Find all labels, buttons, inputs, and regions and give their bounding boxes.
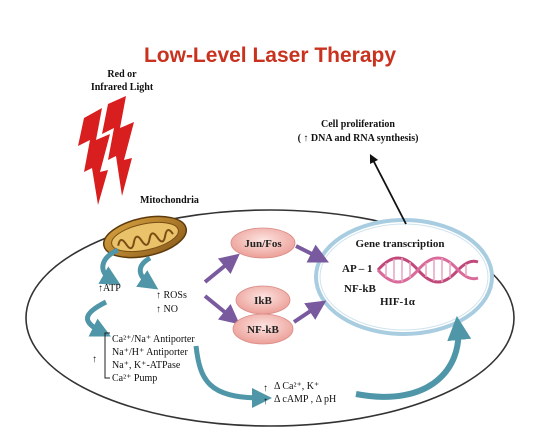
transporter-item: Na⁺/H⁺ Antiporter — [112, 347, 188, 358]
lightning-icon — [78, 96, 134, 205]
junfos-to-nucleus-arrow — [295, 244, 329, 263]
atp-to-transporters-arrow — [85, 299, 111, 337]
ap1-label: AP – 1 — [342, 263, 373, 275]
ion-up-arrow-2: ↑ — [263, 396, 268, 407]
nfkb-pill-label: NF-kB — [247, 324, 279, 336]
transporters-bracket — [104, 332, 110, 379]
atp-label: ↑ATP — [98, 283, 121, 294]
transporters-up-arrow: ↑ — [92, 354, 97, 365]
cell-proliferation-line2: ( ↑ DNA and RNA synthesis) — [298, 133, 419, 144]
transporters-to-ions-arrow — [193, 345, 272, 408]
proliferation-arrow — [369, 153, 407, 225]
transporter-item: Na⁺, K⁺-ATPase — [112, 360, 181, 371]
page-title: Low-Level Laser Therapy — [144, 44, 396, 67]
hif-label: HIF-1α — [380, 296, 416, 308]
to-junfos-arrow — [203, 253, 240, 284]
mitochondria-icon — [102, 215, 188, 259]
mitochondria-label: Mitochondria — [140, 195, 199, 206]
light-label-line2: Infrared Light — [91, 82, 154, 93]
transporter-item: Ca²⁺ Pump — [112, 373, 157, 384]
junfos-label: Jun/Fos — [244, 238, 282, 250]
nucleus-nfkb-label: NF-kB — [344, 283, 376, 295]
light-label-line1: Red or — [107, 69, 137, 80]
atp-arrow — [98, 247, 121, 285]
ros-arrow — [136, 255, 159, 290]
nfkb-to-nucleus-arrow — [292, 300, 327, 324]
ikb-pill: IkB — [235, 285, 291, 315]
ion-change-line1: Δ Ca²⁺, K⁺ — [274, 381, 319, 392]
transporter-item: Ca²⁺/Na⁺ Antiporter — [112, 334, 195, 345]
cell-proliferation-line1: Cell proliferation — [321, 119, 395, 130]
ion-up-arrow-1: ↑ — [263, 383, 268, 394]
ros-label: ↑ ROSs — [156, 290, 187, 301]
ions-to-nucleus-arrow — [355, 316, 472, 400]
ion-change-line2: Δ cAMP , Δ pH — [274, 394, 336, 405]
nfkb-pill: NF-kB — [232, 313, 294, 345]
dna-icon — [376, 256, 479, 284]
gene-transcription-label: Gene transcription — [356, 238, 445, 250]
no-label: ↑ NO — [156, 304, 178, 315]
to-nfkb-arrow — [203, 294, 240, 325]
junfos-pill: Jun/Fos — [230, 227, 296, 259]
ikb-label: IkB — [254, 295, 272, 307]
